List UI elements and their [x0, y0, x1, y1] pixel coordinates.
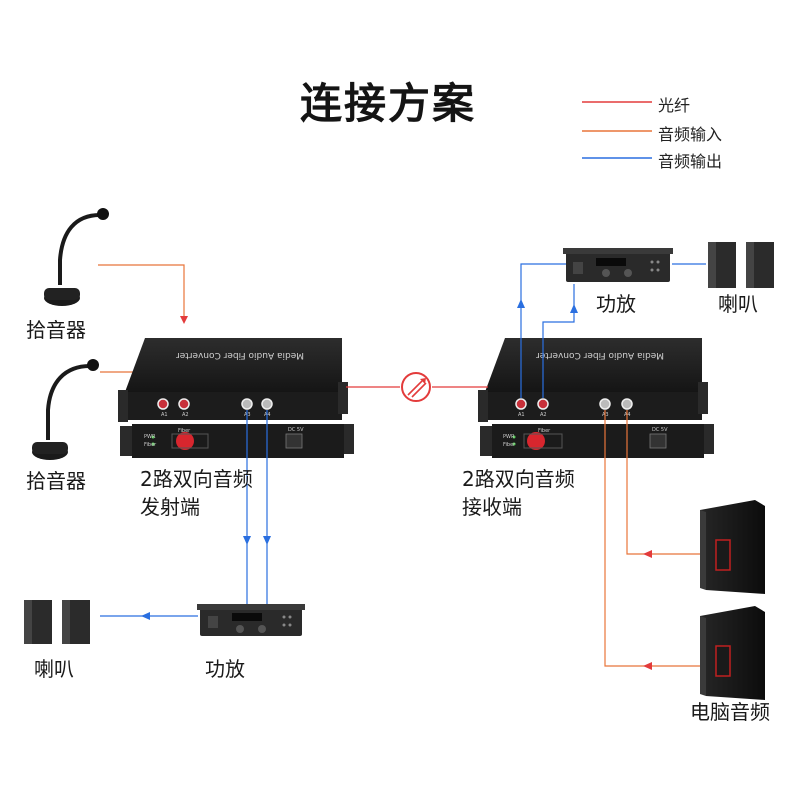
tx-fiber-led-label: Fiber	[144, 442, 157, 448]
amplifier-icon-bottom	[197, 604, 305, 636]
tx-pwr-label: PWR	[144, 434, 156, 440]
rx-port-a2-label: A2	[540, 412, 547, 418]
pc-audio-label: 电脑音频	[690, 700, 770, 724]
rx-port-a1-label: A1	[518, 412, 525, 418]
pc-tower-icon-1	[700, 500, 765, 594]
receiver-label-line1: 2路双向音频	[462, 467, 575, 491]
legend-label-audio-output: 音频输出	[658, 152, 723, 171]
speaker-label-bottom: 喇叭	[34, 657, 74, 681]
rx-dc-label: DC 5V	[652, 427, 668, 433]
microphone-icon-1	[44, 208, 109, 306]
rx-device-text: Media Audio Fiber Converter	[536, 350, 664, 360]
rx-fiber-led-label: Fiber	[503, 442, 516, 448]
receiver-label-line2: 接收端	[462, 495, 522, 519]
tx-fiber-label: Fiber	[178, 428, 191, 434]
rx-fiber-label: Fiber	[538, 428, 551, 434]
fiber-link-icon	[401, 372, 431, 402]
transmitter-label-line1: 2路双向音频	[140, 467, 253, 491]
mic-label-2: 拾音器	[26, 469, 86, 493]
microphone-icon-2	[32, 359, 99, 460]
tx-port-a1-label: A1	[161, 412, 168, 418]
receiver-device	[478, 338, 714, 458]
transmitter-label-line2: 发射端	[140, 495, 200, 519]
tx-device-text: Media Audio Fiber Converter	[176, 350, 304, 360]
legend-label-fiber: 光纤	[658, 96, 691, 115]
mic-label-1: 拾音器	[26, 318, 86, 342]
amplifier-label-bottom: 功放	[205, 657, 245, 681]
transmitter-device	[118, 338, 354, 458]
amplifier-label-top: 功放	[596, 292, 636, 316]
tx-dc-label: DC 5V	[288, 427, 304, 433]
speaker-icon-bottom	[24, 600, 90, 644]
pc-tower-icon-2	[700, 606, 765, 700]
legend-label-audio-input: 音频输入	[658, 125, 723, 144]
amplifier-icon-top	[563, 248, 673, 282]
speaker-label-top: 喇叭	[718, 292, 758, 316]
speaker-icon-top	[708, 242, 774, 288]
page-title: 连接方案	[300, 79, 477, 128]
rx-pwr-label: PWR	[503, 434, 515, 440]
tx-port-a2-label: A2	[182, 412, 189, 418]
